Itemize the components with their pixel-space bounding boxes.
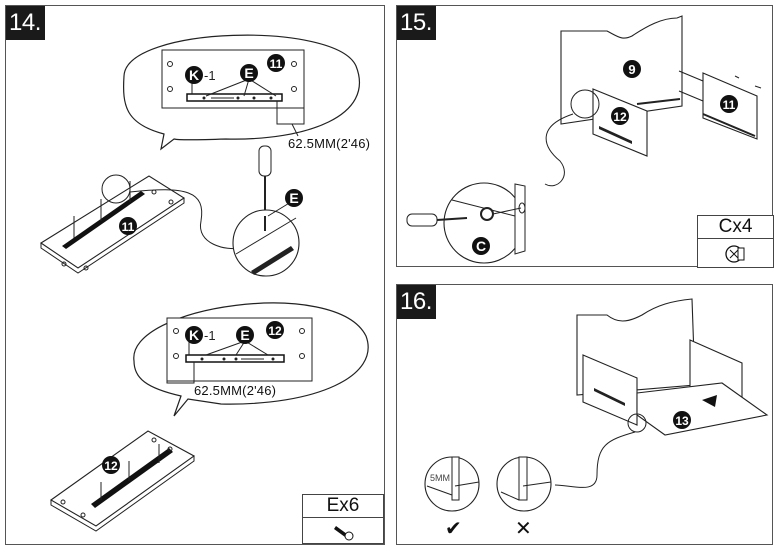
part-badge-e-upper: E bbox=[240, 64, 258, 82]
part-badge-k-upper: K bbox=[185, 66, 203, 84]
hardware-label: Ex6 bbox=[303, 495, 383, 518]
screw-icon bbox=[303, 518, 383, 548]
back-panel-9 bbox=[560, 15, 683, 125]
cam-lock-icon bbox=[698, 239, 773, 269]
part-badge-e-lower: E bbox=[236, 326, 254, 344]
drawer-track-detail bbox=[186, 93, 283, 102]
svg-text:11: 11 bbox=[270, 57, 283, 71]
part-badge-13: 13 bbox=[673, 411, 691, 429]
step-16-panel: 16. 13 5MM ✔ ✕ bbox=[396, 284, 773, 545]
step-14-number: 14. bbox=[6, 6, 45, 40]
svg-text:9: 9 bbox=[628, 62, 635, 77]
part-badge-k-lower: K bbox=[185, 326, 203, 344]
svg-text:12: 12 bbox=[268, 324, 282, 338]
dimension-label-lower: 62.5MM(2'46) bbox=[194, 383, 277, 398]
track-suffix-lower: -1 bbox=[204, 328, 216, 343]
part-badge-11-board: 11 bbox=[119, 217, 137, 235]
part-badge-12-lower: 12 bbox=[266, 321, 284, 339]
svg-text:E: E bbox=[289, 190, 298, 206]
part-badge-e-screw: E bbox=[285, 189, 303, 207]
svg-text:11: 11 bbox=[723, 98, 736, 112]
svg-text:K: K bbox=[189, 67, 199, 83]
track-suffix-upper: -1 bbox=[204, 68, 216, 83]
part-badge-9: 9 bbox=[623, 60, 641, 78]
hardware-box-cx4: Cx4 bbox=[697, 215, 774, 268]
correct-check-icon: ✔ bbox=[445, 518, 462, 540]
hardware-label: Cx4 bbox=[698, 216, 773, 239]
step-16-illustration bbox=[424, 298, 769, 512]
dimension-label-upper: 62.5MM(2'46) bbox=[288, 136, 371, 151]
part-badge-12: 12 bbox=[611, 107, 629, 125]
step-16-number: 16. bbox=[397, 285, 436, 319]
svg-text:E: E bbox=[244, 65, 253, 81]
svg-text:12: 12 bbox=[104, 459, 118, 473]
part-badge-c: C bbox=[472, 237, 490, 255]
gap-label: 5MM bbox=[430, 473, 450, 483]
incorrect-x-icon: ✕ bbox=[515, 518, 532, 540]
svg-text:K: K bbox=[189, 327, 199, 343]
part-badge-12-board: 12 bbox=[102, 456, 120, 474]
svg-text:11: 11 bbox=[122, 220, 135, 234]
hardware-box-ex6: Ex6 bbox=[302, 494, 384, 544]
svg-text:13: 13 bbox=[675, 414, 689, 428]
step-14-panel: 14. bbox=[5, 5, 385, 545]
svg-text:E: E bbox=[240, 327, 249, 343]
step-15-panel: 15. 9 12 11 C Cx4 bbox=[396, 5, 774, 268]
part-badge-11-upper: 11 bbox=[267, 54, 285, 72]
svg-text:12: 12 bbox=[613, 110, 627, 124]
step-15-number: 15. bbox=[397, 6, 436, 40]
part-badge-11: 11 bbox=[720, 95, 738, 113]
left-side-panel bbox=[582, 354, 638, 426]
svg-text:C: C bbox=[476, 238, 486, 254]
bottom-panel-13 bbox=[636, 382, 769, 436]
